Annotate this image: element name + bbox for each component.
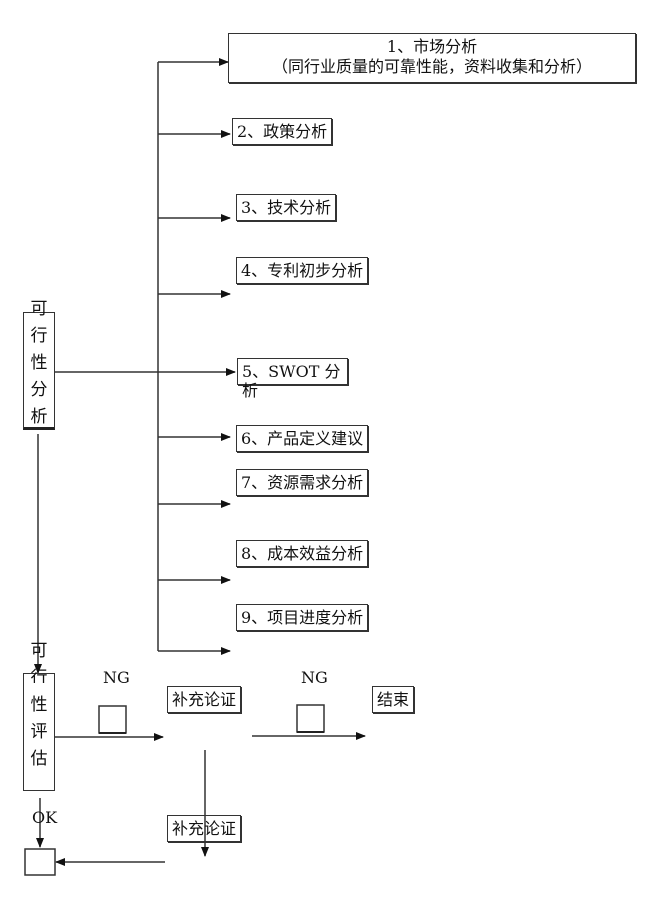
- step-1-subtitle: （同行业质量的可靠性能，资料收集和分析）: [271, 57, 592, 76]
- ok-label: OK: [32, 808, 58, 827]
- step-4-label: 4、专利初步分析: [241, 261, 364, 280]
- step-8-label: 8、成本效益分析: [241, 544, 364, 563]
- end-label: 结束: [377, 690, 410, 709]
- char: 性: [30, 353, 48, 373]
- step-4-box: 4、专利初步分析: [236, 257, 369, 284]
- feasibility-analysis-box: [23, 312, 55, 430]
- end-box: 结束: [372, 686, 415, 713]
- step-7-label: 7、资源需求分析: [241, 473, 364, 492]
- step-5-box: 5、SWOT 分: [237, 358, 348, 385]
- step-8-box: 8、成本效益分析: [236, 540, 369, 567]
- step-6-label: 6、产品定义建议: [241, 429, 364, 448]
- step-5-label: 5、SWOT 分: [242, 362, 341, 381]
- supplement-label-1: 补充论证: [172, 690, 237, 709]
- char: 可: [30, 641, 48, 661]
- char: 分: [30, 380, 48, 400]
- step-3-label: 3、技术分析: [241, 198, 332, 217]
- supplement-label-2: 补充论证: [172, 819, 237, 838]
- step-6-box: 6、产品定义建议: [236, 425, 369, 452]
- step-1-title: 1、市场分析: [386, 37, 478, 56]
- char: 行: [30, 668, 48, 683]
- feasibility-analysis-label: 可 行 性 分 析: [29, 296, 49, 431]
- char: 估: [30, 749, 48, 769]
- step-2-label: 2、政策分析: [237, 122, 328, 141]
- step-9-label: 9、项目进度分析: [241, 608, 364, 627]
- feasibility-evaluation-box: [23, 673, 55, 791]
- ng-label-1: NG: [103, 668, 130, 687]
- step-7-box: 7、资源需求分析: [236, 469, 369, 496]
- step-1-market-analysis-box: 1、市场分析 （同行业质量的可靠性能，资料收集和分析）: [228, 33, 636, 83]
- ng-checkbox-1: [98, 705, 127, 734]
- ng-label-2: NG: [301, 668, 328, 687]
- feasibility-evaluation-label: 可 行 性 评 估: [29, 638, 49, 773]
- step-3-box: 3、技术分析: [236, 194, 337, 221]
- result-box: [24, 848, 56, 876]
- step-9-box: 9、项目进度分析: [236, 604, 369, 631]
- char: 可: [30, 299, 48, 319]
- step-5-overflow-text: 析: [242, 381, 259, 400]
- char: 性: [30, 695, 48, 715]
- char: 评: [30, 722, 48, 742]
- step-2-box: 2、政策分析: [232, 118, 333, 145]
- ng-checkbox-2: [296, 704, 325, 733]
- char: 析: [30, 407, 48, 427]
- supplement-box-2: 补充论证: [167, 815, 242, 842]
- supplement-box-1: 补充论证: [167, 686, 242, 713]
- char: 行: [30, 326, 48, 346]
